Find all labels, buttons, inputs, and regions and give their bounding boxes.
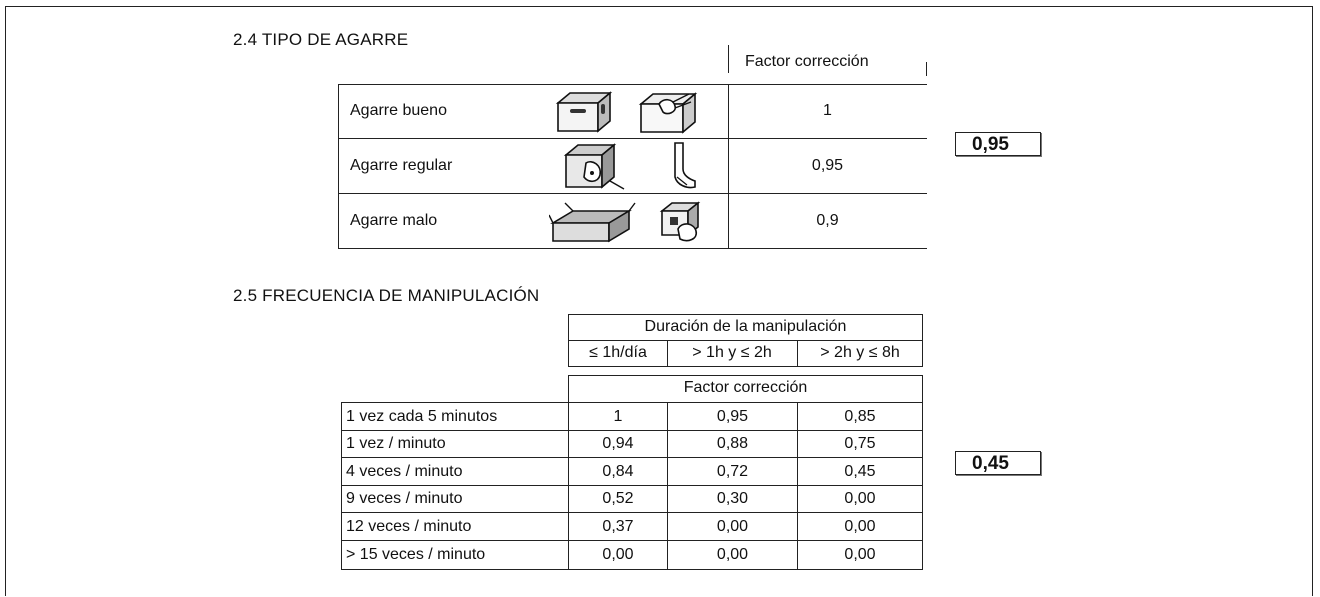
frequency-cell: 0,00 (844, 518, 876, 535)
duration-header: Duración de la manipulación (644, 318, 847, 335)
frequency-cell: 1 (613, 408, 623, 425)
frequency-row-label: 1 vez cada 5 minutos (346, 408, 498, 425)
grip-row-label: Agarre malo (350, 212, 438, 229)
frequency-table-bottom-border (341, 569, 922, 570)
frequency-cell: 0,45 (844, 463, 876, 480)
frequency-table-top-border (341, 402, 922, 403)
frequency-cell: 0,84 (602, 463, 634, 480)
frequency-row-label: > 15 veces / minuto (346, 546, 486, 563)
frequency-row-label: 4 veces / minuto (346, 463, 463, 480)
grip-result-box: 0,95 (955, 132, 1041, 156)
page-frame (5, 6, 1313, 596)
frequency-cell: 0,00 (716, 546, 749, 563)
grip-row-label: Agarre regular (350, 157, 453, 174)
frequency-cell: 0,95 (716, 408, 749, 425)
frequency-table-left-border (341, 402, 342, 570)
frequency-cell: 0,37 (602, 518, 634, 535)
hand-hook-grip-icon (674, 142, 696, 189)
frequency-section-title: 2.5 FRECUENCIA DE MANIPULACIÓN (233, 286, 540, 305)
grip-table-left-border (338, 84, 339, 249)
duration-header-left-border (568, 314, 569, 367)
frequency-cell: 0,88 (716, 435, 749, 452)
frequency-cell: 0,75 (844, 435, 876, 452)
frequency-row-label: 12 veces / minuto (346, 518, 472, 535)
grip-row-factor: 1 (823, 102, 832, 119)
frequency-row-label: 1 vez / minuto (346, 435, 446, 452)
small-box-hand-icon (659, 201, 701, 242)
frequency-cell: 0,52 (602, 490, 634, 507)
duration-header-top-border (568, 314, 922, 315)
frequency-cell: 0,30 (716, 490, 749, 507)
grip-row-factor: 0,95 (811, 157, 844, 174)
duration-column-divider (667, 340, 668, 367)
grip-row-divider (338, 193, 927, 194)
grip-row-factor: 0,9 (816, 212, 839, 229)
flat-open-box-icon (549, 202, 636, 243)
frequency-result-box: 0,45 (955, 451, 1041, 475)
grip-header-divider (728, 45, 729, 73)
frequency-values-left-border (568, 375, 569, 570)
frequency-row-label: 9 veces / minuto (346, 490, 463, 507)
duration-column-header: ≤ 1h/día (589, 344, 647, 361)
frequency-row-divider (341, 512, 922, 513)
duration-column-header: > 1h y ≤ 2h (692, 344, 772, 361)
frequency-factor-header: Factor corrección (683, 379, 808, 396)
frequency-cell: 0,72 (716, 463, 749, 480)
frequency-column-divider (667, 402, 668, 570)
grip-section-title: 2.4 TIPO DE AGARRE (233, 30, 409, 49)
frequency-row-divider (341, 430, 922, 431)
duration-column-header: > 2h y ≤ 8h (820, 344, 900, 361)
frequency-row-divider (341, 485, 922, 486)
grip-header-right-tick (926, 62, 927, 76)
frequency-cell: 0,00 (716, 518, 749, 535)
grip-row-label: Agarre bueno (350, 102, 447, 119)
grip-table-top-border (338, 84, 927, 85)
duration-header-divider (568, 340, 922, 341)
frequency-cell: 0,94 (602, 435, 634, 452)
frequency-cell: 0,00 (844, 546, 876, 563)
frequency-cell: 0,00 (602, 546, 634, 563)
frequency-cell: 0,00 (844, 490, 876, 507)
duration-column-divider (797, 340, 798, 367)
frequency-row-divider (341, 457, 922, 458)
duration-header-right-border (922, 314, 923, 367)
frequency-column-divider (797, 402, 798, 570)
box-corner-grip-icon (563, 143, 625, 190)
grip-factor-header: Factor corrección (745, 53, 869, 70)
grip-column-divider (728, 84, 729, 249)
frequency-cell: 0,85 (844, 408, 876, 425)
frequency-factor-header-top-border (568, 375, 922, 376)
grip-table-bottom-border (338, 248, 927, 249)
duration-header-bottom-border (568, 366, 922, 367)
frequency-row-divider (341, 540, 922, 541)
grip-row-divider (338, 138, 927, 139)
open-box-hand-grip-icon (638, 92, 698, 134)
frequency-table-right-border (922, 375, 923, 570)
box-with-handles-icon (555, 91, 613, 133)
